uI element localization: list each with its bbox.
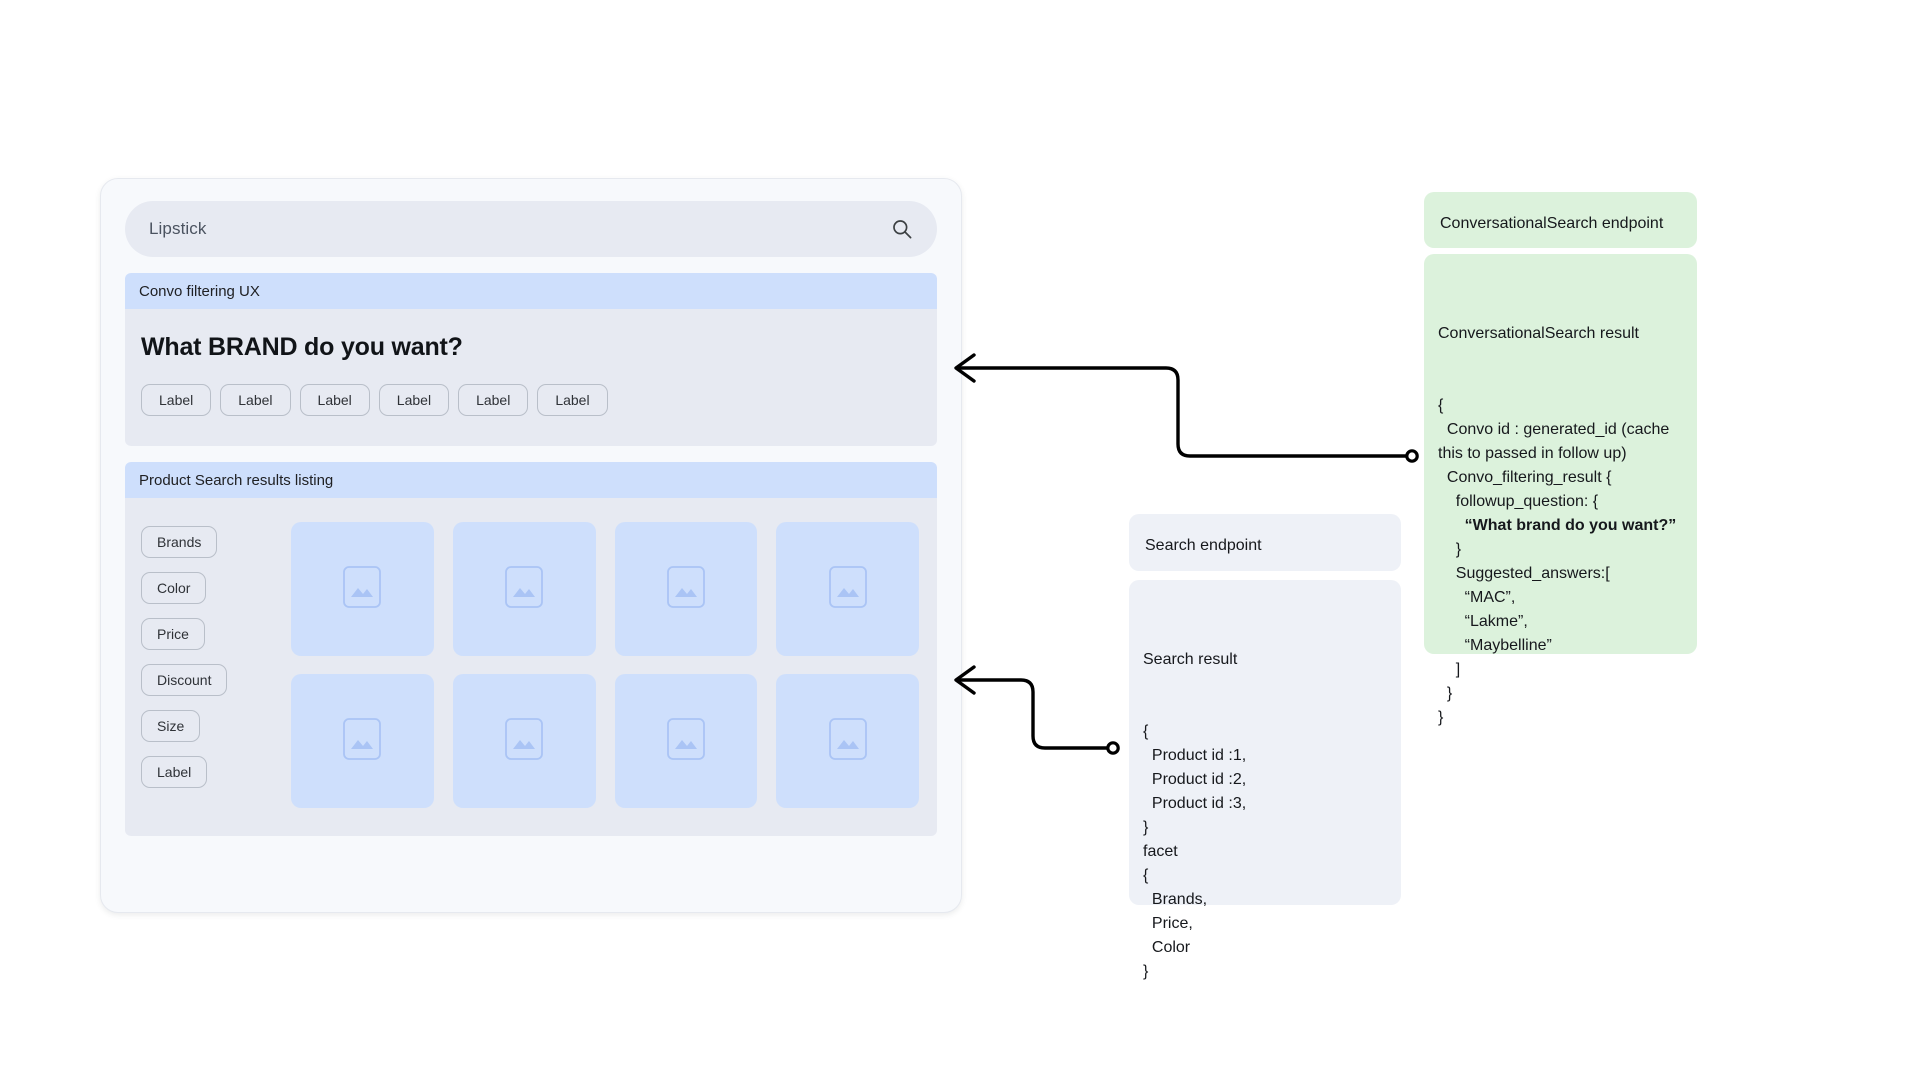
connector-search bbox=[954, 665, 1120, 755]
search-result-code: { Product id :1, Product id :2, Product … bbox=[1143, 720, 1387, 984]
image-placeholder-icon bbox=[828, 565, 867, 613]
code-line: { bbox=[1143, 723, 1149, 740]
image-placeholder-icon bbox=[666, 565, 705, 613]
facet-filter-column: Brands Color Price Discount Size Label bbox=[141, 522, 291, 808]
product-listing-section: Product Search results listing Brands Co… bbox=[125, 462, 937, 836]
search-bar[interactable]: Lipstick bbox=[125, 201, 937, 257]
code-line: } bbox=[1438, 709, 1444, 726]
suggested-answer-chip[interactable]: Label bbox=[141, 384, 212, 416]
product-card[interactable] bbox=[291, 674, 434, 808]
facet-chip-discount[interactable]: Discount bbox=[141, 664, 228, 696]
product-listing-section-body: Brands Color Price Discount Size Label bbox=[125, 498, 937, 836]
product-grid bbox=[291, 522, 919, 808]
suggested-answer-chip-row: Label Label Label Label Label Label bbox=[141, 384, 921, 416]
code-line: Suggested_answers:[ bbox=[1438, 565, 1610, 582]
code-line: Convo id : generated_id (cache this to p… bbox=[1438, 421, 1674, 462]
code-line: } bbox=[1438, 541, 1462, 558]
facet-chip-price[interactable]: Price bbox=[141, 618, 205, 650]
product-card[interactable] bbox=[776, 674, 919, 808]
search-input-value[interactable]: Lipstick bbox=[149, 219, 207, 238]
facet-chip-color[interactable]: Color bbox=[141, 572, 207, 604]
convo-filtering-section-body: What BRAND do you want? Label Label Labe… bbox=[125, 309, 937, 446]
suggested-answer-chip[interactable]: Label bbox=[299, 384, 370, 416]
conversational-search-endpoint-panel: ConversationalSearch endpoint bbox=[1424, 192, 1697, 248]
convo-filtering-section-header: Convo filtering UX bbox=[125, 273, 937, 309]
image-placeholder-icon bbox=[343, 717, 382, 765]
code-line: } bbox=[1438, 685, 1453, 702]
search-endpoint-panel: Search endpoint bbox=[1129, 514, 1401, 571]
code-line: { bbox=[1143, 867, 1149, 884]
code-line: } bbox=[1143, 963, 1149, 980]
image-placeholder-icon bbox=[505, 717, 544, 765]
code-line: { bbox=[1438, 397, 1444, 414]
code-line: followup_question: { bbox=[1438, 493, 1599, 510]
product-search-mock-card: Lipstick Convo filtering UX What BRAND d… bbox=[100, 178, 962, 913]
suggested-answer-chip[interactable]: Label bbox=[378, 384, 450, 416]
search-endpoint-label: Search endpoint bbox=[1145, 537, 1262, 554]
code-line: } bbox=[1143, 819, 1149, 836]
search-result-panel: Search result { Product id :1, Product i… bbox=[1129, 580, 1401, 980]
code-line: Convo_filtering_result { bbox=[1438, 469, 1612, 486]
code-line: “MAC”, bbox=[1438, 589, 1516, 606]
connector-convo-search bbox=[954, 353, 1419, 463]
search-result-title: Search result bbox=[1143, 651, 1238, 668]
product-listing-section-header: Product Search results listing bbox=[125, 462, 937, 498]
code-line: Product id :1, bbox=[1143, 747, 1247, 764]
product-card[interactable] bbox=[291, 522, 434, 656]
convo-question: What BRAND do you want? bbox=[141, 333, 463, 361]
code-line: Product id :2, bbox=[1143, 771, 1247, 788]
suggested-answer-chip[interactable]: Label bbox=[458, 384, 529, 416]
product-listing-section-title: Product Search results listing bbox=[139, 471, 334, 489]
image-placeholder-icon bbox=[666, 717, 705, 765]
product-card[interactable] bbox=[614, 674, 758, 808]
code-line: “Lakme”, bbox=[1438, 613, 1528, 630]
code-line: Price, bbox=[1143, 915, 1193, 932]
image-placeholder-icon bbox=[343, 565, 382, 613]
convo-filtering-section-title: Convo filtering UX bbox=[139, 282, 260, 300]
image-placeholder-icon bbox=[828, 717, 867, 765]
code-line: facet bbox=[1143, 843, 1178, 860]
facet-chip-brands[interactable]: Brands bbox=[141, 526, 218, 558]
conversational-search-result-panel: ConversationalSearch result { Convo id :… bbox=[1424, 254, 1697, 726]
code-line: Brands, bbox=[1143, 891, 1208, 908]
product-card[interactable] bbox=[452, 674, 596, 808]
conversational-search-result-code: { Convo id : generated_id (cache this to… bbox=[1438, 394, 1683, 730]
product-card[interactable] bbox=[452, 522, 596, 656]
search-icon[interactable] bbox=[891, 218, 913, 240]
code-line: “Maybelline” bbox=[1438, 637, 1552, 654]
facet-chip-size[interactable]: Size bbox=[141, 710, 201, 742]
conversational-search-result-title: ConversationalSearch result bbox=[1438, 325, 1639, 342]
code-line: “What brand do you want?” bbox=[1438, 517, 1677, 534]
product-card[interactable] bbox=[614, 522, 758, 656]
product-card[interactable] bbox=[776, 522, 919, 656]
image-placeholder-icon bbox=[505, 565, 544, 613]
convo-filtering-section: Convo filtering UX What BRAND do you wan… bbox=[125, 273, 937, 446]
facet-chip-label[interactable]: Label bbox=[141, 756, 208, 788]
conversational-search-endpoint-label: ConversationalSearch endpoint bbox=[1440, 215, 1664, 232]
code-line: Color bbox=[1143, 939, 1191, 956]
code-line: ] bbox=[1438, 661, 1461, 678]
code-line: Product id :3, bbox=[1143, 795, 1247, 812]
suggested-answer-chip[interactable]: Label bbox=[537, 384, 608, 416]
suggested-answer-chip[interactable]: Label bbox=[220, 384, 291, 416]
